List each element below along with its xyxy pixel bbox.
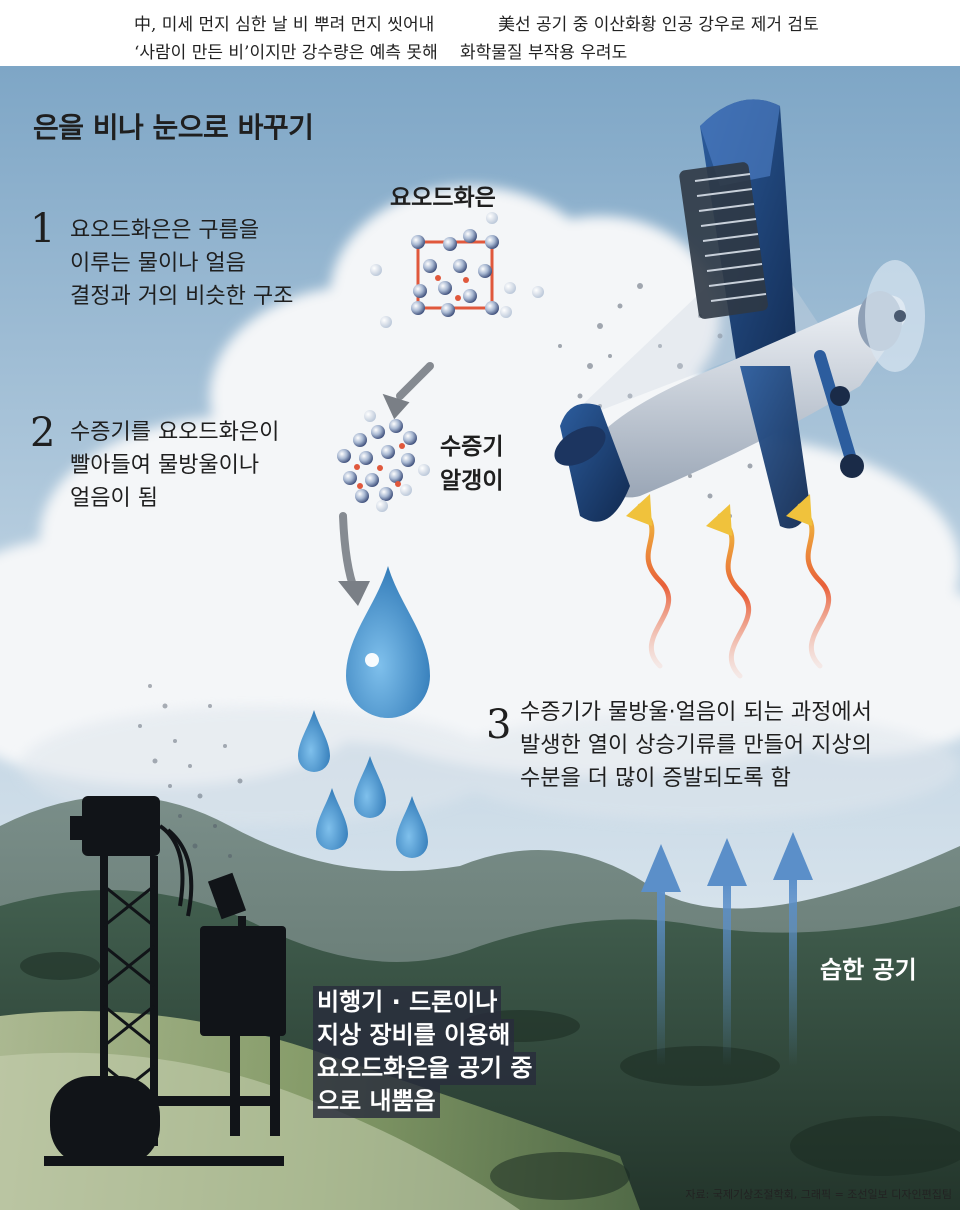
water-drops: [298, 566, 430, 858]
label-vapor-line: 알갱이: [440, 468, 504, 494]
label-humid-air: 습한 공기: [820, 956, 917, 984]
step-1-text: 요오드화은은 구름을 이루는 물이나 얼음 결정과 거의 비슷한 구조: [70, 214, 293, 313]
cloud: [0, 186, 960, 786]
ground-generator: [44, 796, 286, 1166]
step-3-text: 수증기가 물방울·얼음이 되는 과정에서 발생한 열이 상승기류를 만들어 지상…: [520, 696, 872, 795]
headline-4: 화학물질 부작용 우려도: [460, 43, 628, 63]
updraft-arrows: [637, 503, 832, 679]
step-1-line: 요오드화은은 구름을: [70, 218, 260, 243]
step-1-line: 결정과 거의 비슷한 구조: [70, 284, 294, 309]
step-1-number: 1: [30, 206, 56, 252]
dispersal-line: 비행기 · 드론이나: [313, 986, 502, 1019]
step-2-line: 얼음이 됨: [70, 486, 158, 511]
airplane: [554, 99, 925, 529]
headline-3: ‘사람이 만든 비’이지만 강수량은 예측 못해: [134, 43, 438, 63]
vapor-particle-cluster: [337, 410, 430, 512]
step-2-number: 2: [30, 410, 56, 456]
step-3-line: 수분을 더 많이 증발되도록 함: [520, 766, 791, 791]
step-1-line: 이루는 물이나 얼음: [70, 251, 246, 276]
illustration-scene: 은을 비나 눈으로 바꾸기 1 요오드화은은 구름을 이루는 물이나 얼음 결정…: [0, 66, 960, 1210]
label-vapor-line: 수증기: [440, 434, 504, 460]
step-3-number: 3: [486, 702, 512, 748]
source-credit: 자료: 국제기상조절학회, 그래픽 = 조선일보 디자인편집팀: [685, 1188, 952, 1201]
headline-2: 美선 공기 중 이산화황 인공 강우로 제거 검토: [498, 15, 819, 35]
step-3-line: 발생한 열이 상승기류를 만들어 지상의: [520, 733, 872, 758]
step-2-text: 수증기를 요오드화은이 빨아들여 물방울이나 얼음이 됨: [70, 416, 279, 515]
dispersal-line: 요오드화은을 공기 중: [313, 1052, 537, 1085]
silver-iodide-crystal: [370, 212, 544, 328]
headline-1: 中, 미세 먼지 심한 날 비 뿌려 먼지 씻어내: [134, 15, 435, 35]
headline-bar: 中, 미세 먼지 심한 날 비 뿌려 먼지 씻어내 美선 공기 중 이산화황 인…: [0, 0, 960, 66]
label-vapor-particle: 수증기 알갱이: [440, 430, 503, 498]
dispersal-line: 으로 내뿜음: [313, 1085, 440, 1118]
step-3-line: 수증기가 물방울·얼음이 되는 과정에서: [520, 700, 872, 725]
label-silver-iodide: 요오드화은: [390, 185, 496, 211]
step-2-line: 수증기를 요오드화은이: [70, 420, 280, 445]
dispersal-note: 비행기 · 드론이나 지상 장비를 이용해 요오드화은을 공기 중 으로 내뿜음: [313, 986, 537, 1118]
step-2-line: 빨아들여 물방울이나: [70, 453, 260, 478]
diagram-title: 은을 비나 눈으로 바꾸기: [33, 111, 314, 144]
dispersal-line: 지상 장비를 이용해: [313, 1019, 515, 1052]
humid-air-arrows: [641, 832, 813, 1066]
